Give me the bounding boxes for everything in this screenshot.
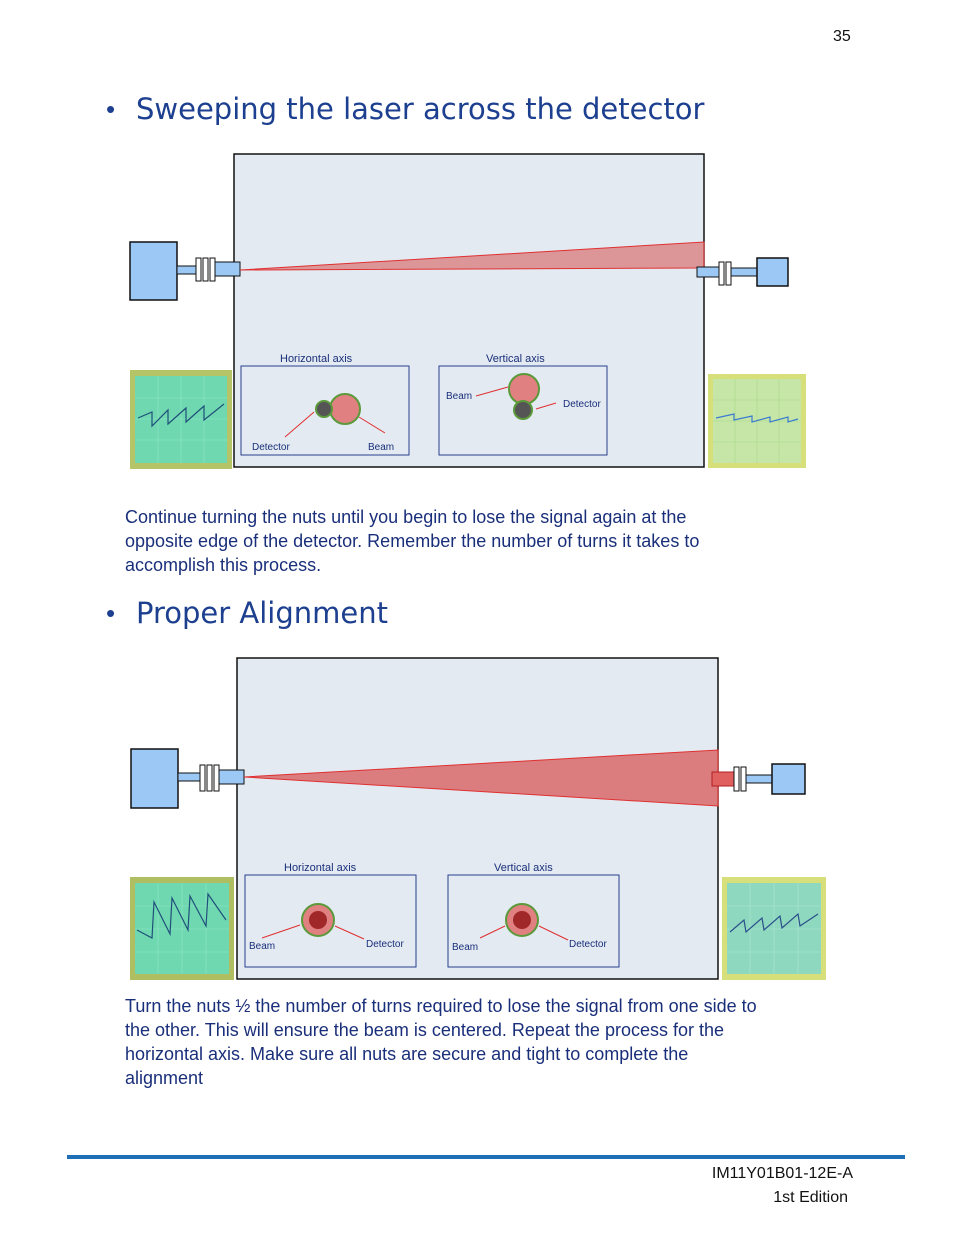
s1-h-detector-circle	[315, 400, 333, 418]
s2-para-line: horizontal axis. Make sure all nuts are …	[125, 1044, 689, 1064]
section1-bullet: •	[106, 94, 116, 124]
s1-v-beam-arrow	[475, 386, 509, 397]
s1-scope-right-trace	[715, 413, 799, 423]
s1-h-beam-label: Beam	[368, 442, 394, 453]
transmitter-tube	[177, 772, 201, 782]
transmitter-nut	[199, 764, 206, 792]
transmitter-nut	[202, 257, 209, 282]
page-number: 35	[833, 28, 851, 45]
s2-scope-left-trace	[136, 892, 227, 939]
transmitter-nut	[195, 257, 202, 282]
s2-h-detector-circle	[309, 911, 327, 929]
detector-box	[771, 763, 806, 795]
detector-nut	[718, 261, 725, 286]
section2-paragraph: Turn the nuts ½ the number of turns requ…	[125, 994, 845, 1090]
s2-scope-left-grid	[135, 883, 229, 974]
detector-box	[756, 257, 789, 287]
s1-para-line: opposite edge of the detector. Remember …	[125, 531, 700, 551]
s2-v-beam-label: Beam	[452, 942, 478, 953]
s2-h-detector-label: Detector	[366, 939, 404, 950]
s1-h-detector-arrow	[284, 411, 315, 438]
section2-title: Proper Alignment	[136, 596, 388, 630]
laser-beam	[239, 241, 705, 271]
s2-vertical-axis-label: Vertical axis	[494, 862, 553, 874]
transmitter-flange	[218, 769, 245, 785]
s1-v-detector-circle	[513, 400, 533, 420]
detector-nut	[733, 766, 740, 792]
s1-v-detector-arrow	[535, 402, 557, 410]
s2-v-detector-circle	[513, 911, 531, 929]
section1-title: Sweeping the laser across the detector	[136, 92, 705, 126]
s1-h-beam-arrow	[358, 416, 386, 434]
s1-scope-left-grid	[135, 376, 227, 463]
s2-para-line: the other. This will ensure the beam is …	[125, 1020, 725, 1040]
s2-horizontal-axis-label: Horizontal axis	[284, 862, 357, 874]
transmitter-nut	[213, 764, 220, 792]
laser-transmitter	[130, 748, 179, 809]
footer-rule	[67, 1155, 905, 1159]
s2-para-line: alignment	[125, 1068, 204, 1088]
footer-doc-id: IM11Y01B01-12E-A	[711, 1165, 853, 1182]
s2-v-detector-label: Detector	[569, 939, 607, 950]
s2-v-beam-arrow	[479, 925, 506, 939]
footer-edition: 1st Edition	[773, 1189, 848, 1206]
section1-paragraph: Continue turning the nuts until you begi…	[125, 505, 785, 577]
detector-connector	[745, 774, 773, 784]
s2-para-line: Turn the nuts ½ the number of turns requ…	[125, 996, 757, 1016]
s2-h-detector-arrow	[334, 925, 365, 940]
s2-scope-right-trace	[729, 912, 819, 934]
detector-nut	[740, 766, 747, 792]
s1-v-beam-label: Beam	[446, 391, 472, 402]
section2-bullet: •	[106, 598, 116, 628]
s2-v-detector-arrow	[538, 925, 569, 941]
s1-para-line: accomplish this process.	[125, 555, 322, 575]
s1-scope-left-trace	[137, 403, 225, 428]
s1-horizontal-axis-label: Horizontal axis	[280, 353, 353, 365]
s1-vertical-axis-label: Vertical axis	[486, 353, 545, 365]
transmitter-flange	[214, 261, 241, 277]
s1-v-detector-label: Detector	[563, 399, 601, 410]
s2-h-beam-label: Beam	[249, 941, 275, 952]
transmitter-nut	[206, 764, 213, 792]
s1-para-line: Continue turning the nuts until you begi…	[125, 507, 687, 527]
s1-h-detector-label: Detector	[252, 442, 290, 453]
detector-tube	[711, 771, 735, 787]
s2-h-beam-arrow	[261, 924, 301, 939]
